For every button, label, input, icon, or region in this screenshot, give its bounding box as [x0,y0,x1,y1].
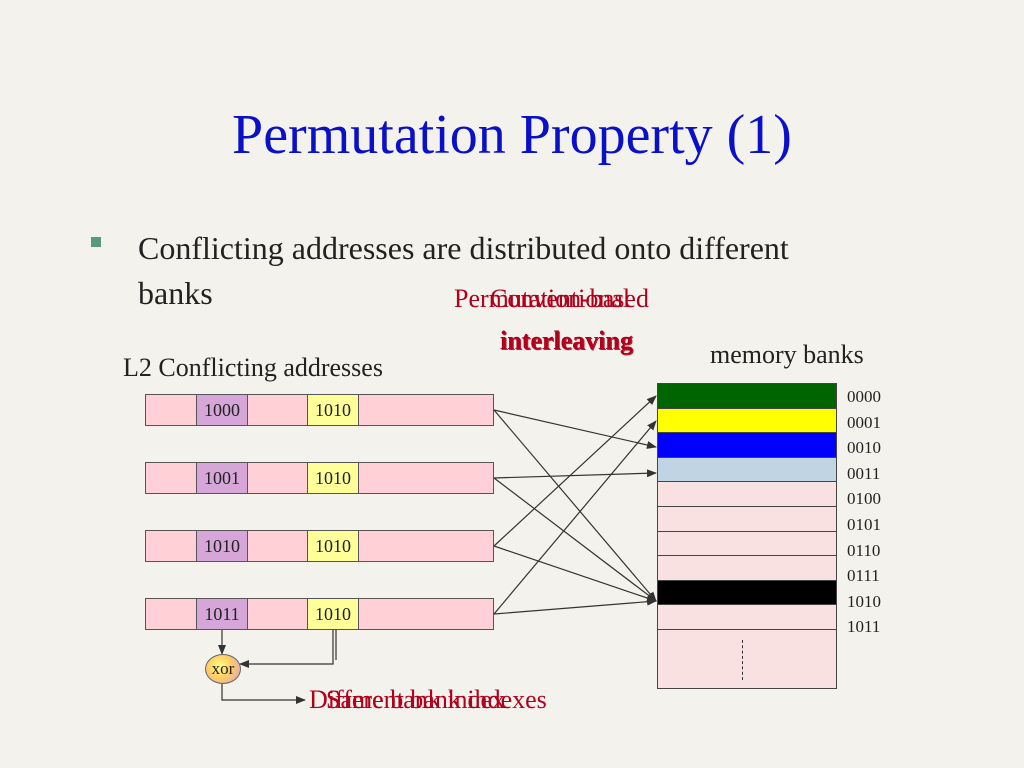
memory-banks-label: memory banks [710,340,864,369]
bank-0100 [657,481,837,507]
bullet-text: Conflicting addresses are distributed on… [138,230,789,311]
permutation-label-line1: Permutation-based [454,284,649,313]
address-row-4: 1011 1010 [145,598,494,630]
address-row-2: 1001 1010 [145,462,494,494]
bank-continuation [657,628,837,689]
address-tag-cell: 1010 [307,462,359,494]
bank-1011 [657,604,837,630]
same-bank-index-label: Same bank index [326,685,506,714]
bank-1010 [657,579,837,606]
bank-0001 [657,407,837,434]
address-row-3: 1010 1010 [145,530,494,562]
conventional-label-line1: Conventional [490,284,631,313]
bank-0010 [657,432,837,458]
bank-label: 0100 [847,489,881,509]
bank-0000 [657,383,837,409]
bank-label: 1011 [847,617,881,637]
bank-labels: 0000 0001 0010 0011 0100 0101 0110 0111 … [847,384,881,640]
l2-conflicting-label: L2 Conflicting addresses [123,353,383,382]
different-bank-indexes-label: Different bank indexes [309,685,547,714]
permutation-label-line2: interleaving [500,326,633,355]
slide-title: Permutation Property (1) [232,104,792,166]
address-tag-cell: 1010 [307,394,359,426]
xor-gate: xor [205,654,241,684]
address-tag-cell: 1010 [307,530,359,562]
address-index-cell: 1010 [196,530,248,562]
address-row-1: 1000 1010 [145,394,494,426]
bank-label: 1010 [847,591,881,611]
bank-label: 0101 [847,514,881,534]
memory-banks [657,383,837,689]
bank-label: 0011 [847,463,881,483]
bank-label: 0111 [847,566,880,586]
bullet-square-icon [91,237,101,247]
address-index-cell: 1000 [196,394,248,426]
bank-0101 [657,505,837,532]
bank-label: 0010 [847,438,881,458]
bank-label: 0110 [847,540,881,560]
conventional-label-line2: interleaving [501,327,634,356]
address-index-cell: 1001 [196,462,248,494]
address-tag-cell: 1010 [307,598,359,630]
bank-label: 0000 [847,387,881,406]
bank-label: 0001 [847,412,881,432]
ellipsis-dashes [742,639,743,680]
address-index-cell: 1011 [196,598,248,630]
